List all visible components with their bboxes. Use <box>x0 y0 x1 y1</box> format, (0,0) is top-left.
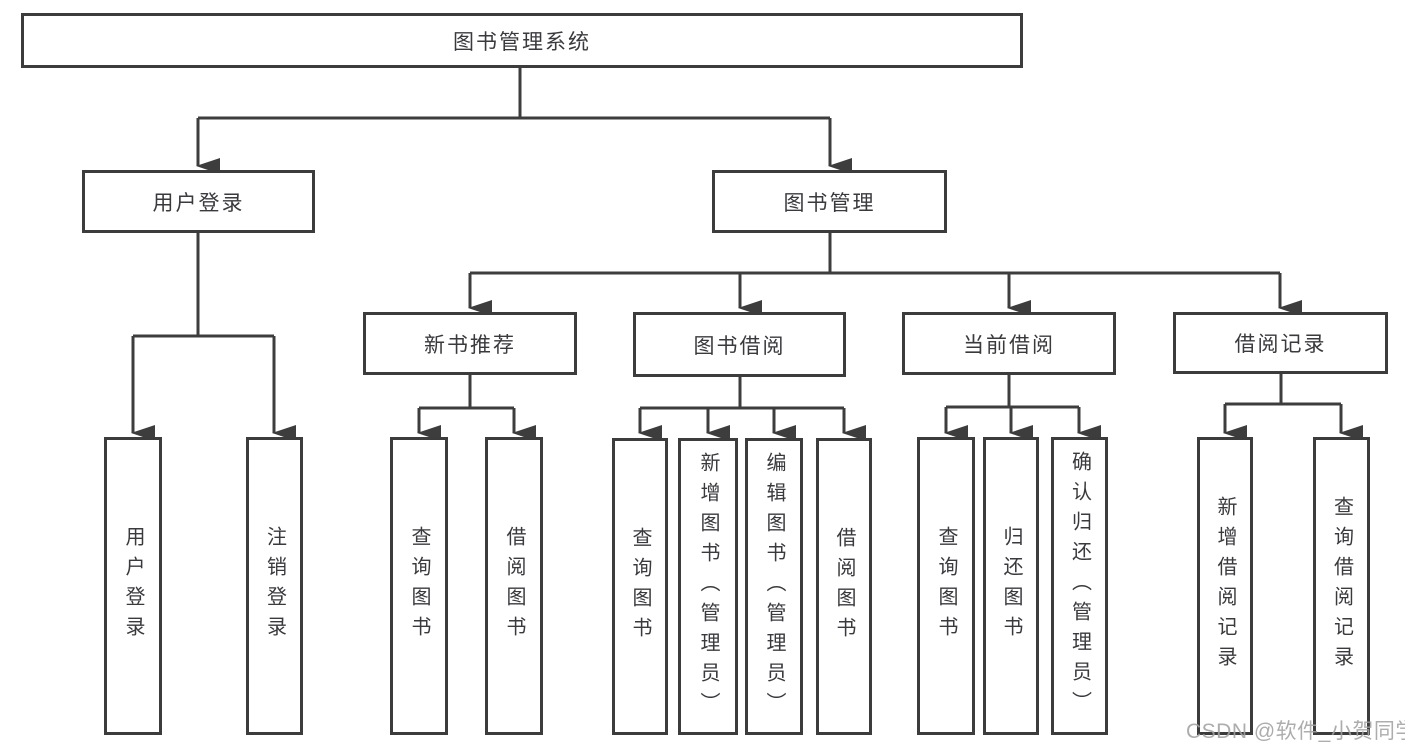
node-query-books-1-label: 查询图书 <box>408 526 430 646</box>
node-query-borrow-record-label: 查询借阅记录 <box>1330 496 1353 676</box>
node-user-login-label: 用户登录 <box>152 191 245 215</box>
node-book-borrow: 图书借阅 <box>633 312 846 377</box>
node-user-login-leaf: 用户登录 <box>104 437 162 735</box>
node-confirm-return-admin: 确认归还（管理员） <box>1051 437 1108 735</box>
node-edit-book-admin-label: 编辑图书（管理员） <box>763 451 785 722</box>
node-add-borrow-record: 新增借阅记录 <box>1197 437 1253 735</box>
node-borrow-books-2: 借阅图书 <box>816 438 872 735</box>
node-query-books-2-label: 查询图书 <box>629 526 651 647</box>
node-borrow-records: 借阅记录 <box>1173 312 1388 374</box>
node-borrow-records-label: 借阅记录 <box>1234 333 1327 356</box>
node-new-book-recommend: 新书推荐 <box>363 312 577 375</box>
node-book-management-label: 图书管理 <box>783 191 876 215</box>
node-user-login-leaf-label: 用户登录 <box>122 526 144 646</box>
node-borrow-books-1-label: 借阅图书 <box>503 526 525 646</box>
node-new-book-recommend-label: 新书推荐 <box>424 333 516 357</box>
node-book-management: 图书管理 <box>712 170 947 233</box>
node-book-borrow-label: 图书借阅 <box>693 334 786 358</box>
node-current-borrow: 当前借阅 <box>902 312 1116 375</box>
node-current-borrow-label: 当前借阅 <box>963 333 1055 357</box>
node-query-borrow-record: 查询借阅记录 <box>1313 437 1370 735</box>
node-query-books-3-label: 查询图书 <box>935 526 957 646</box>
node-add-borrow-record-label: 新增借阅记录 <box>1214 496 1236 676</box>
node-return-book-label: 归还图书 <box>1000 526 1022 646</box>
node-edit-book-admin: 编辑图书（管理员） <box>745 438 803 735</box>
node-confirm-return-admin-label: 确认归还（管理员） <box>1068 451 1091 721</box>
node-add-book-admin: 新增图书（管理员） <box>678 438 738 735</box>
watermark-text: CSDN @软件_小贺同学 <box>1186 720 1405 743</box>
node-borrow-books-2-label: 借阅图书 <box>833 526 855 647</box>
node-query-books-1: 查询图书 <box>390 437 448 735</box>
node-logout-leaf-label: 注销登录 <box>263 526 286 646</box>
node-root: 图书管理系统 <box>21 13 1023 68</box>
node-user-login: 用户登录 <box>82 170 315 233</box>
node-borrow-books-1: 借阅图书 <box>485 437 543 735</box>
node-logout-leaf: 注销登录 <box>246 437 303 735</box>
node-query-books-3: 查询图书 <box>917 437 975 735</box>
node-return-book: 归还图书 <box>983 437 1039 735</box>
node-add-book-admin-label: 新增图书（管理员） <box>697 451 719 722</box>
node-root-label: 图书管理系统 <box>453 30 591 54</box>
node-query-books-2: 查询图书 <box>612 438 668 735</box>
